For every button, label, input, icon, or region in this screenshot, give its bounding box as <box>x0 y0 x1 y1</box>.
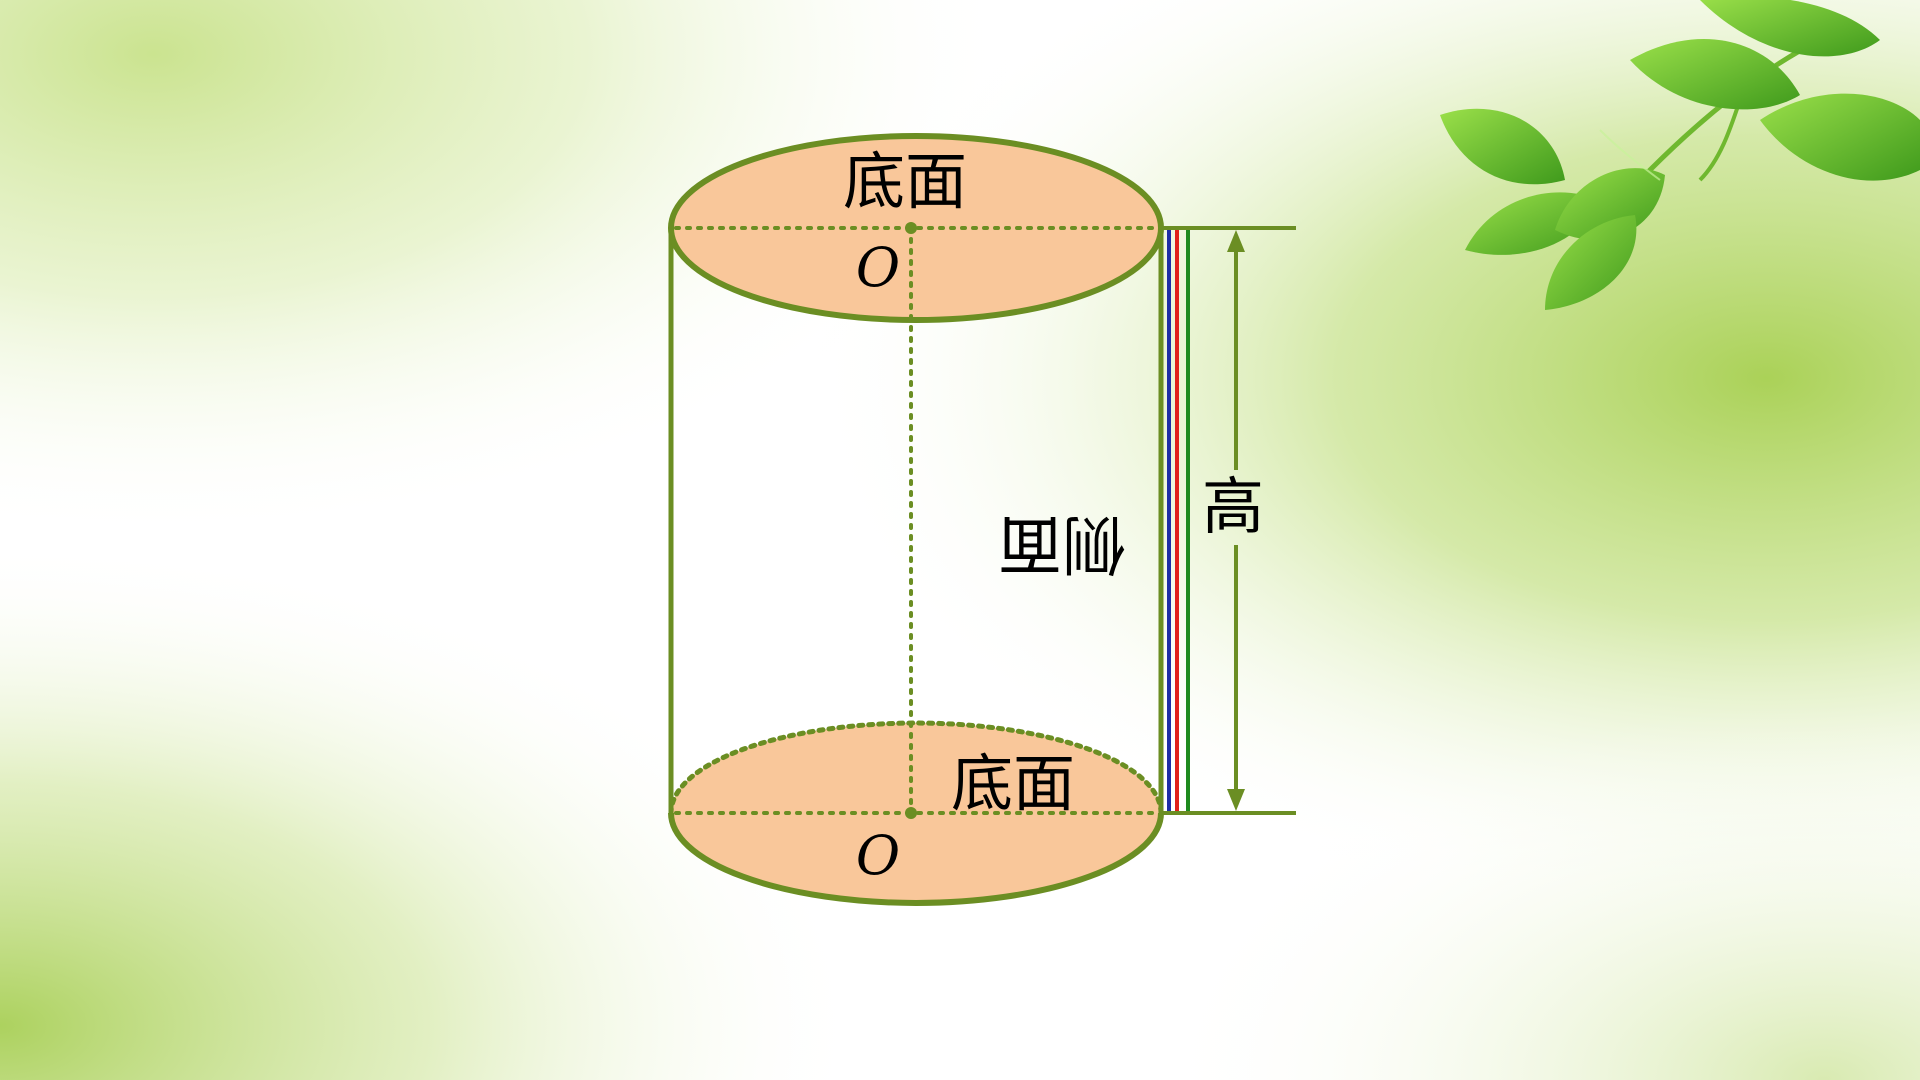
top-center-label: O <box>856 236 900 299</box>
cylinder-figure <box>668 133 1296 906</box>
bottom-base-front-edge <box>668 812 1164 906</box>
top-center-point <box>905 222 917 234</box>
top-base-label: 底面 <box>843 145 967 218</box>
bottom-center-label: O <box>856 824 900 887</box>
bottom-base-label: 底面 <box>951 747 1075 820</box>
lateral-face-label: 侧面 <box>998 506 1126 580</box>
bottom-base-hidden-edge <box>668 720 1164 816</box>
green-leaves-icon <box>1440 0 1920 310</box>
height-arrow-head-down <box>1227 789 1245 811</box>
height-arrow-head-up <box>1227 230 1245 252</box>
bottom-center-point <box>905 807 917 819</box>
height-label: 高 <box>1202 470 1264 543</box>
